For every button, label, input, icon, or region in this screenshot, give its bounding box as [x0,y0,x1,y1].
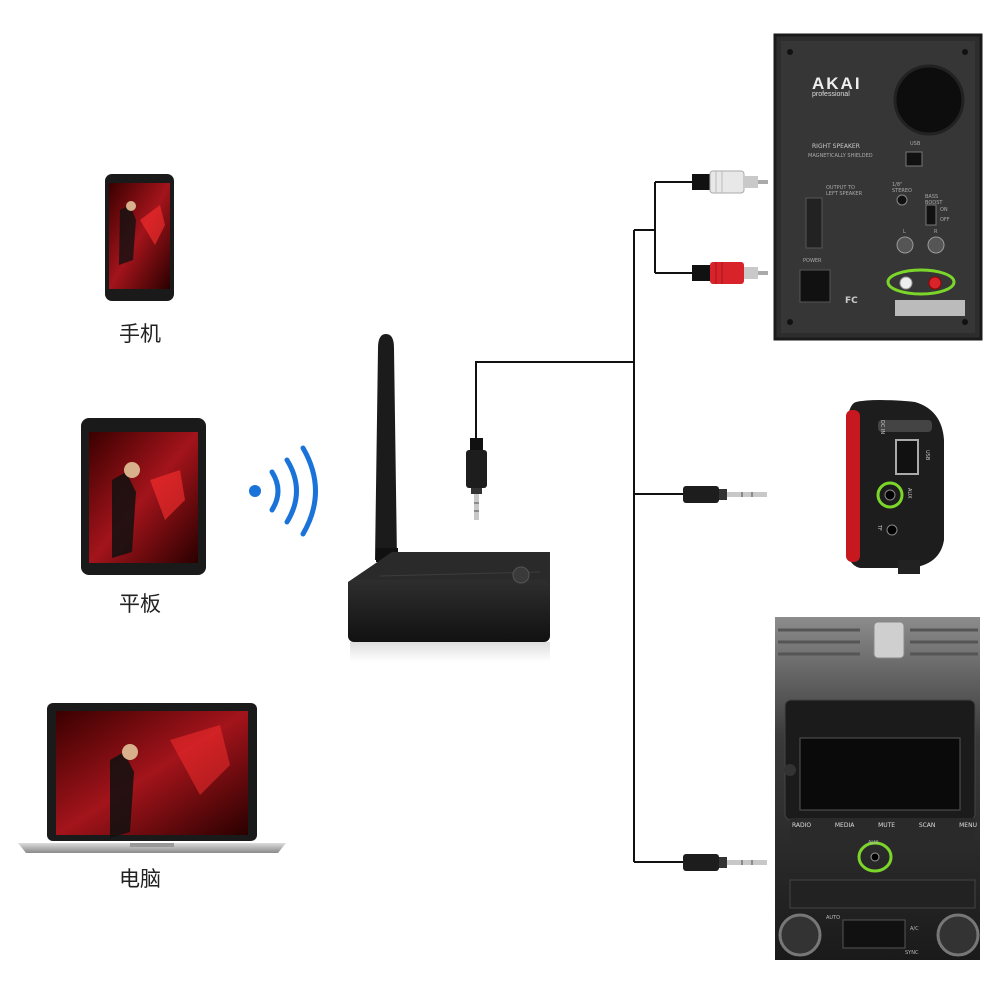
tablet-device [81,418,206,575]
car-scan-button: SCAN [918,822,936,829]
car-aux-label: AUX [868,840,879,846]
speaker-fc-label: FC [845,296,858,306]
speaker-off-label: OFF [940,217,950,223]
portable-tf-label: TF [876,525,882,531]
speaker-brand-sub: professional [812,91,850,98]
car-menu-button: MENU [959,822,977,829]
portable-speaker [846,400,944,574]
speaker-usb-label: USB [910,141,921,147]
aux-plug-portable [683,486,767,503]
speaker-output-label: OUTPUT TO LEFT SPEAKER [826,185,863,197]
speaker-power-label: POWER [803,258,822,264]
car-button-row: RADIO MEDIA MUTE SCAN MENU [792,822,977,829]
wiring [475,181,692,863]
speaker-l-label: L [903,229,906,235]
aux-plug-receiver [466,438,487,520]
car-ac-label: A/C [910,926,919,932]
phone-device [105,174,174,301]
car-media-button: MEDIA [834,822,855,829]
portable-dc-label: DC IN [879,420,885,435]
speaker-on-label: ON [940,207,948,213]
car-sync-label: SYNC [905,950,919,956]
car-dashboard [775,617,980,960]
portable-usb-label: USB [924,450,930,461]
speaker-brand: AKAI [812,74,862,93]
speaker-subtitle: MAGNETICALLY SHIELDED [808,153,873,159]
speaker-bass-label: BASS BOOST [925,194,943,206]
laptop-device [18,703,286,853]
tablet-label: 平板 [119,592,161,616]
computer-label: 电脑 [119,867,161,891]
speaker-r-label: R [934,229,938,235]
speaker-title: RIGHT SPEAKER [812,143,860,150]
car-mute-button: MUTE [878,822,896,829]
bluetooth-receiver [348,334,550,662]
speaker-stereo-label: 1/8" STEREO [892,182,912,194]
car-auto-label: AUTO [826,915,841,921]
portable-aux-label: AUX [906,488,912,499]
rca-plug-white [692,170,768,194]
aux-plug-car [683,854,767,871]
car-radio-button: RADIO [792,822,812,829]
rca-plug-red [692,262,768,284]
bluetooth-wave-icon [249,445,318,537]
speaker-back-panel [773,33,983,341]
phone-label: 手机 [119,322,161,346]
